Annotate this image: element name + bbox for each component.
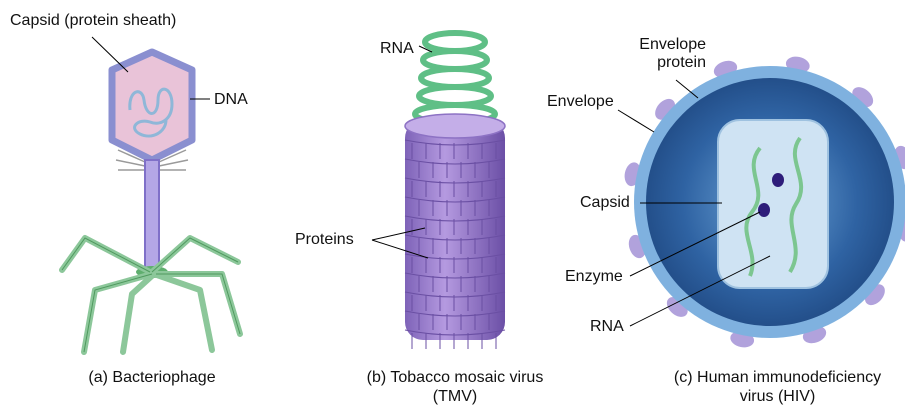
hiv-caption-line1: (c) Human immunodeficiency (655, 368, 900, 387)
dna-label: DNA (214, 91, 248, 109)
hiv-enzyme-label: Enzyme (565, 268, 623, 286)
hiv-envelope-leader (618, 110, 654, 132)
tmv-rna-helix (415, 33, 495, 123)
hiv-caption: (c) Human immunodeficiency virus (HIV) (655, 368, 900, 406)
tmv-drawing (372, 33, 505, 349)
hiv-capsid-label: Capsid (580, 194, 630, 212)
tmv-rod-top (405, 114, 505, 138)
hiv-rna-label: RNA (590, 318, 624, 336)
phage-tail-sheath (145, 160, 159, 270)
tmv-caption-line2: (TMV) (340, 387, 570, 406)
capsid-protein-sheath-label: Capsid (protein sheath) (10, 12, 176, 30)
hiv-envelope-protein-line2: protein (626, 54, 706, 72)
tmv-caption-line1: (b) Tobacco mosaic virus (340, 368, 570, 387)
tmv-rna-label: RNA (380, 40, 414, 58)
tmv-protein-rod (405, 120, 505, 340)
tmv-caption: (b) Tobacco mosaic virus (TMV) (340, 368, 570, 406)
bacteriophage-caption: (a) Bacteriophage (62, 368, 242, 387)
tmv-proteins-label: Proteins (295, 231, 354, 249)
hiv-envelope-label: Envelope (547, 93, 614, 111)
hiv-envelope-protein-line1: Envelope (626, 36, 706, 54)
hiv-capsid (718, 120, 828, 288)
hiv-envelope-protein-label: Envelope protein (626, 36, 706, 72)
capsid-leader-line (92, 37, 128, 72)
hiv-drawing (618, 55, 905, 350)
bacteriophage-drawing (62, 37, 240, 352)
hiv-caption-line2: virus (HIV) (655, 387, 900, 406)
hiv-enzyme-2 (758, 203, 770, 217)
hiv-enzyme-1 (772, 173, 784, 187)
